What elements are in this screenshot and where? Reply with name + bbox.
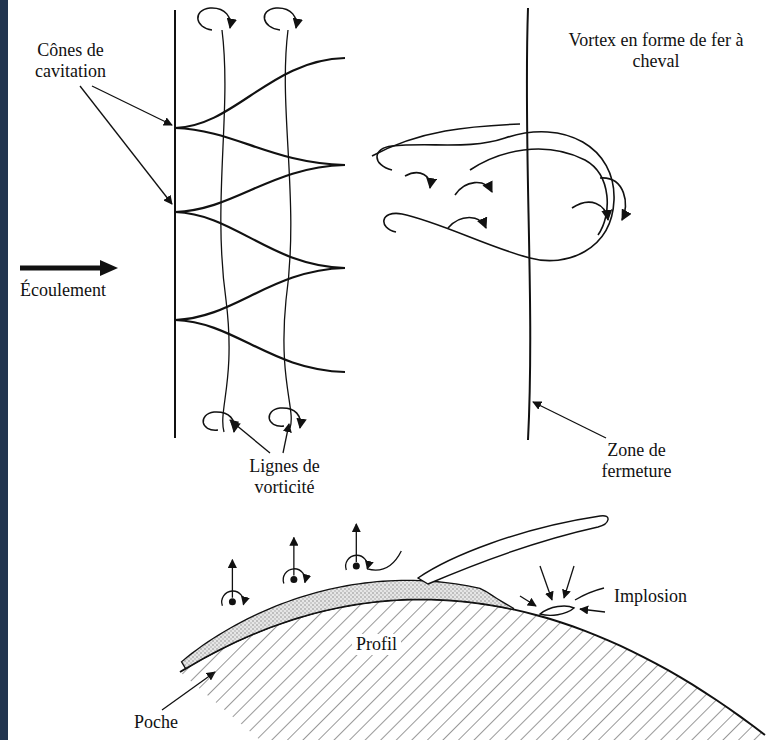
top-view [80, 8, 626, 710]
flow-arrow [20, 260, 118, 276]
vorticity-label: Lignes de vorticité [232, 456, 337, 498]
detached-cloud [418, 516, 608, 584]
vorticity-line [221, 30, 229, 432]
horseshoe-vortex [372, 124, 626, 261]
implosion-label: Implosion [614, 586, 687, 607]
cavity-pocket [182, 580, 514, 668]
profile-view [180, 516, 765, 740]
vorticity-line [284, 30, 291, 428]
implosion-arrow [520, 596, 536, 606]
curl-arrows [198, 8, 301, 432]
cones-label: Cônes de cavitation [18, 40, 123, 82]
imploding-bubble [540, 606, 574, 615]
cavitation-cones [175, 58, 345, 372]
pocket-label: Poche [134, 712, 178, 733]
closure-label: Zone de fermeture [584, 440, 689, 482]
shed-vortex [283, 538, 305, 584]
shed-vortex [222, 560, 244, 606]
edge-strip [0, 0, 8, 740]
profile-label: Profil [352, 634, 401, 655]
implosion-arrow [580, 609, 605, 612]
flow-label: Écoulement [20, 280, 106, 301]
bubble-fragment [575, 588, 604, 600]
vortex-label: Vortex en forme de fer à cheval [566, 30, 746, 72]
closure-line [527, 8, 531, 440]
implosion-arrow [540, 566, 552, 600]
shed-vortex [346, 524, 402, 570]
implosion-arrow [564, 566, 574, 598]
leading-edge-line [174, 10, 176, 438]
